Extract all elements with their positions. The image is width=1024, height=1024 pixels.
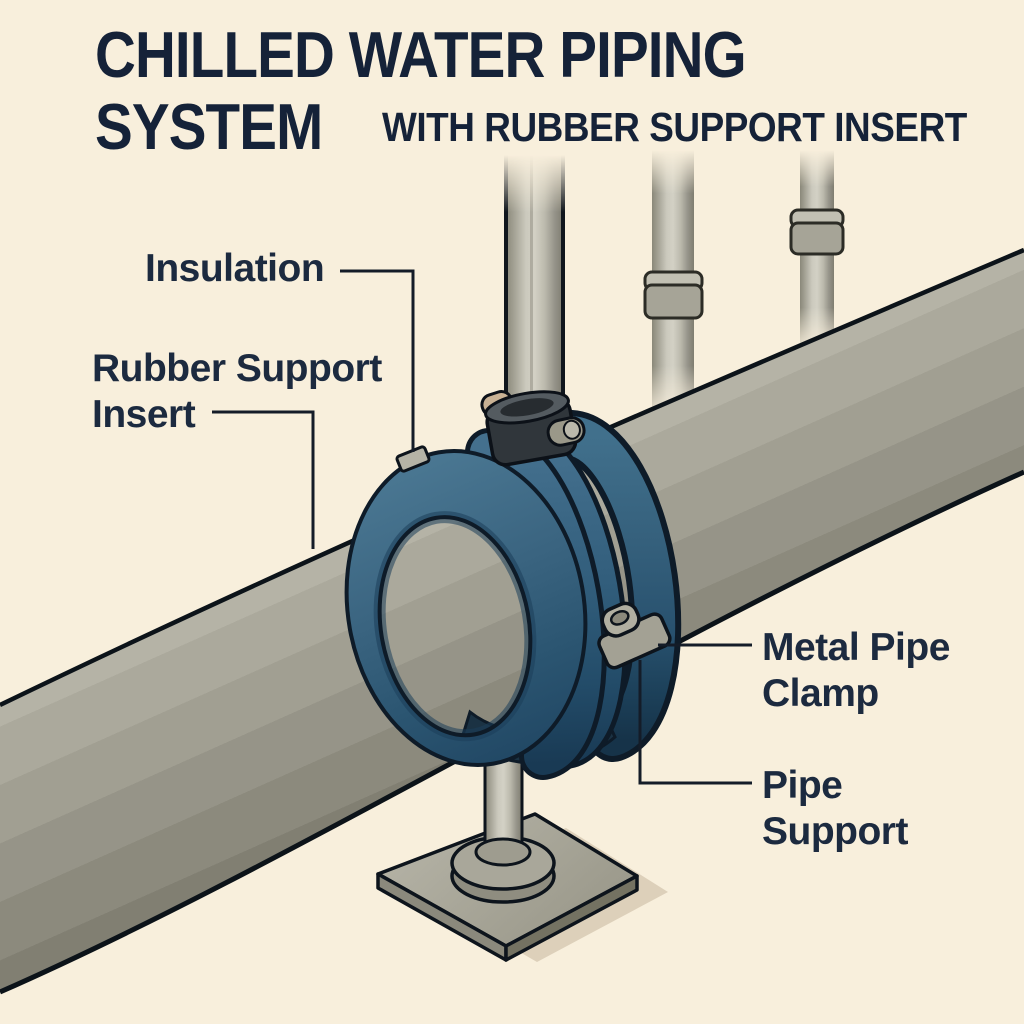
label-rubber-support-insert: Rubber Support Insert: [92, 346, 382, 438]
leader-insulation: [340, 269, 415, 452]
label-metal-pipe-clamp: Metal Pipe Clamp: [762, 625, 950, 717]
leader-rubber-insert: [212, 410, 315, 549]
label-rubber-line1: Rubber Support: [92, 347, 382, 390]
rod-collar: [480, 390, 586, 467]
collar-bolt-right: [546, 416, 586, 447]
rod-coupling-middle: [643, 270, 704, 320]
label-clamp-line2: Clamp: [762, 672, 879, 715]
clamp-lug: [597, 601, 672, 670]
insulation-tab: [395, 445, 431, 473]
hanger-rod-right: [789, 150, 845, 350]
leader-pipe-support: [638, 660, 752, 785]
hanger-rod-middle: [643, 150, 704, 420]
hanger-rod-center: [504, 148, 565, 420]
label-clamp-line1: Metal Pipe: [762, 626, 950, 669]
label-insulation: Insulation: [145, 247, 325, 290]
leader-lines: [212, 269, 752, 785]
title-line2: SYSTEM: [95, 90, 323, 163]
rod-coupling-right: [789, 208, 845, 256]
insulated-pipe: [0, 250, 1024, 992]
label-support-line1: Pipe: [762, 764, 843, 807]
label-rubber-line2: Insert: [92, 393, 196, 436]
title-tagline: WITH RUBBER SUPPORT INSERT: [382, 104, 967, 150]
rubber-support-insert-face: [344, 449, 588, 767]
stanchion-collar: [474, 837, 532, 867]
label-support-line2: Support: [762, 810, 908, 853]
title-line1: CHILLED WATER PIPING: [95, 18, 747, 91]
metal-pipe-clamp-band: [545, 410, 682, 762]
label-pipe-support: Pipe Support: [762, 763, 908, 855]
